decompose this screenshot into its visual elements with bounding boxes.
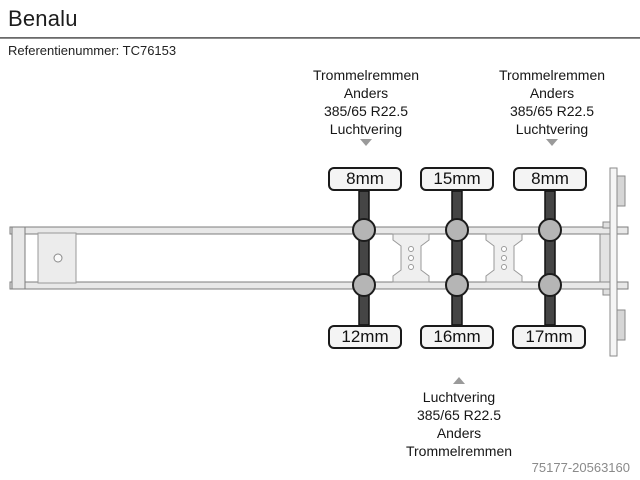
- reference-number: Referentienummer: TC76153: [8, 43, 177, 58]
- info-line-brakes: Trommelremmen: [405, 443, 513, 459]
- measurement-label-top-2: 15mm: [420, 167, 494, 191]
- measurement-label-bottom-2: 16mm: [420, 325, 494, 349]
- measurement-label-top-1: 8mm: [328, 167, 402, 191]
- chassis-bottom-rail: [9, 281, 629, 290]
- suspension-hub: [538, 218, 562, 242]
- chassis-top-rail: [9, 226, 629, 235]
- suspension-hub: [445, 273, 469, 297]
- info-line-suspension: Luchtvering: [515, 121, 589, 137]
- suspension-hub: [352, 218, 376, 242]
- axle-info-top-left: Trommelremmen Anders 385/65 R22.5 Luchtv…: [271, 66, 461, 138]
- up-arrow-icon: [453, 377, 465, 384]
- cross-member: [392, 233, 430, 283]
- axle-info-bottom: Luchtvering 385/65 R22.5 Anders Trommelr…: [364, 388, 554, 460]
- info-line-type: Anders: [529, 85, 575, 101]
- info-line-tyresize: 385/65 R22.5: [509, 103, 595, 119]
- info-line-tyresize: 385/65 R22.5: [416, 407, 502, 423]
- info-line-tyresize: 385/65 R22.5: [323, 103, 409, 119]
- axle-bar-3: [544, 190, 556, 326]
- info-line-suspension: Luchtvering: [422, 389, 496, 405]
- axle-bar-2: [451, 190, 463, 326]
- suspension-hub: [445, 218, 469, 242]
- suspension-hub: [352, 273, 376, 297]
- info-line-type: Anders: [343, 85, 389, 101]
- listing-id: 75177-20563160: [531, 460, 630, 475]
- chassis-front-cap: [11, 226, 26, 290]
- down-arrow-icon: [360, 139, 372, 146]
- cross-member: [485, 233, 523, 283]
- info-line-brakes: Trommelremmen: [312, 67, 420, 83]
- suspension-hub: [538, 273, 562, 297]
- measurement-label-bottom-1: 12mm: [328, 325, 402, 349]
- measurement-label-bottom-3: 17mm: [512, 325, 586, 349]
- info-line-suspension: Luchtvering: [329, 121, 403, 137]
- rear-bumper-assembly: [599, 167, 626, 357]
- axle-bar-1: [358, 190, 370, 326]
- info-line-brakes: Trommelremmen: [498, 67, 606, 83]
- header-divider: [0, 37, 640, 39]
- axle-info-top-right: Trommelremmen Anders 385/65 R22.5 Luchtv…: [457, 66, 640, 138]
- down-arrow-icon: [546, 139, 558, 146]
- info-line-type: Anders: [436, 425, 482, 441]
- measurement-label-top-3: 8mm: [513, 167, 587, 191]
- kingpin: [53, 253, 63, 263]
- page-title: Benalu: [8, 6, 78, 31]
